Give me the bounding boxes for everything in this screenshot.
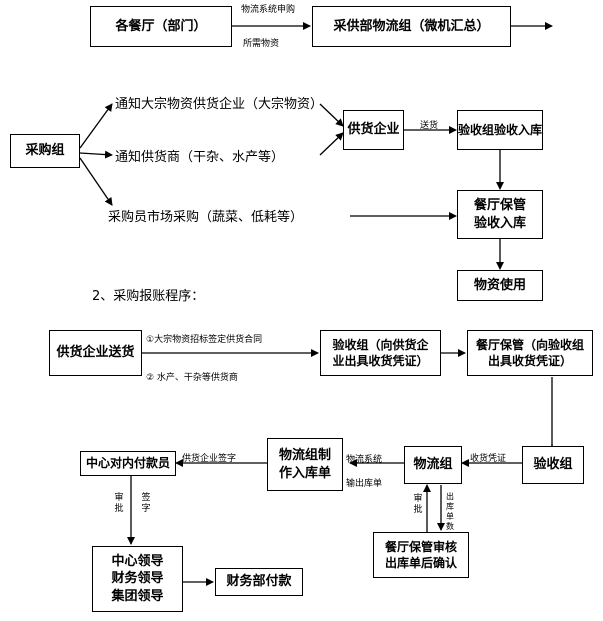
inspection-box: 验收组 [522, 446, 584, 484]
supplier-box: 供货企业 [343, 110, 404, 150]
restaurant-keeper-box: 餐厅保管（向验收组 出具收货凭证） [467, 330, 593, 376]
label-materials: 所需物资 [243, 39, 280, 49]
sign-label: 供货企业签字 [182, 454, 237, 464]
approve-label-2: 审批 [413, 494, 423, 515]
purchasing-group-box: 采购组 [10, 134, 80, 168]
receipt-voucher-label: 收货凭证 [470, 454, 507, 464]
leaders-box: 中心领导 财务领导 集团领导 [92, 546, 183, 612]
note-aquatic-supplier: ② 水产、干杂等供货商 [146, 373, 238, 383]
notify-supplier-text: 通知供货商（干杂、水产等） [115, 150, 285, 165]
receiving-storage-box: 验收组验收入库 [457, 110, 543, 150]
system-label: 物流系统 [346, 455, 383, 465]
notify-bulk-text: 通知大宗物资供货企业（大宗物资） [115, 97, 324, 112]
finance-payment-box: 财务部付款 [215, 568, 303, 596]
payment-center-box: 中心对内付款员 [80, 451, 176, 476]
restaurant-receive-box: 餐厅保管 验收入库 [457, 190, 543, 239]
logistics-group-box: 采供部物流组（微机汇总） [312, 6, 511, 47]
material-use-box: 物资使用 [457, 270, 543, 301]
restaurants-box: 各餐厅（部门） [90, 6, 232, 47]
receiving-group-box: 验收组（向供货企 业出具收货凭证） [320, 330, 441, 376]
market-buy-text: 采购员市场采购（蔬菜、低耗等） [108, 210, 304, 225]
keeper-review-box: 餐厅保管审核 出库单后确认 [373, 532, 469, 578]
logistics-make-box: 物流组制 作入库单 [267, 438, 343, 491]
approve-label-1: 审批 [114, 493, 124, 514]
logistics-box: 物流组 [404, 446, 462, 484]
out-label: 输出库单 [346, 479, 383, 489]
delivery-label: 送货 [420, 121, 439, 131]
sign-label-1: 签字 [141, 493, 151, 514]
note-bulk-contract: ①大宗物资招标签定供货合同 [146, 335, 263, 345]
supplier-delivery-box: 供货企业送货 [49, 330, 142, 376]
section2-title: 2、采购报账程序： [92, 289, 205, 304]
label-request: 物流系统申购 [241, 5, 296, 15]
